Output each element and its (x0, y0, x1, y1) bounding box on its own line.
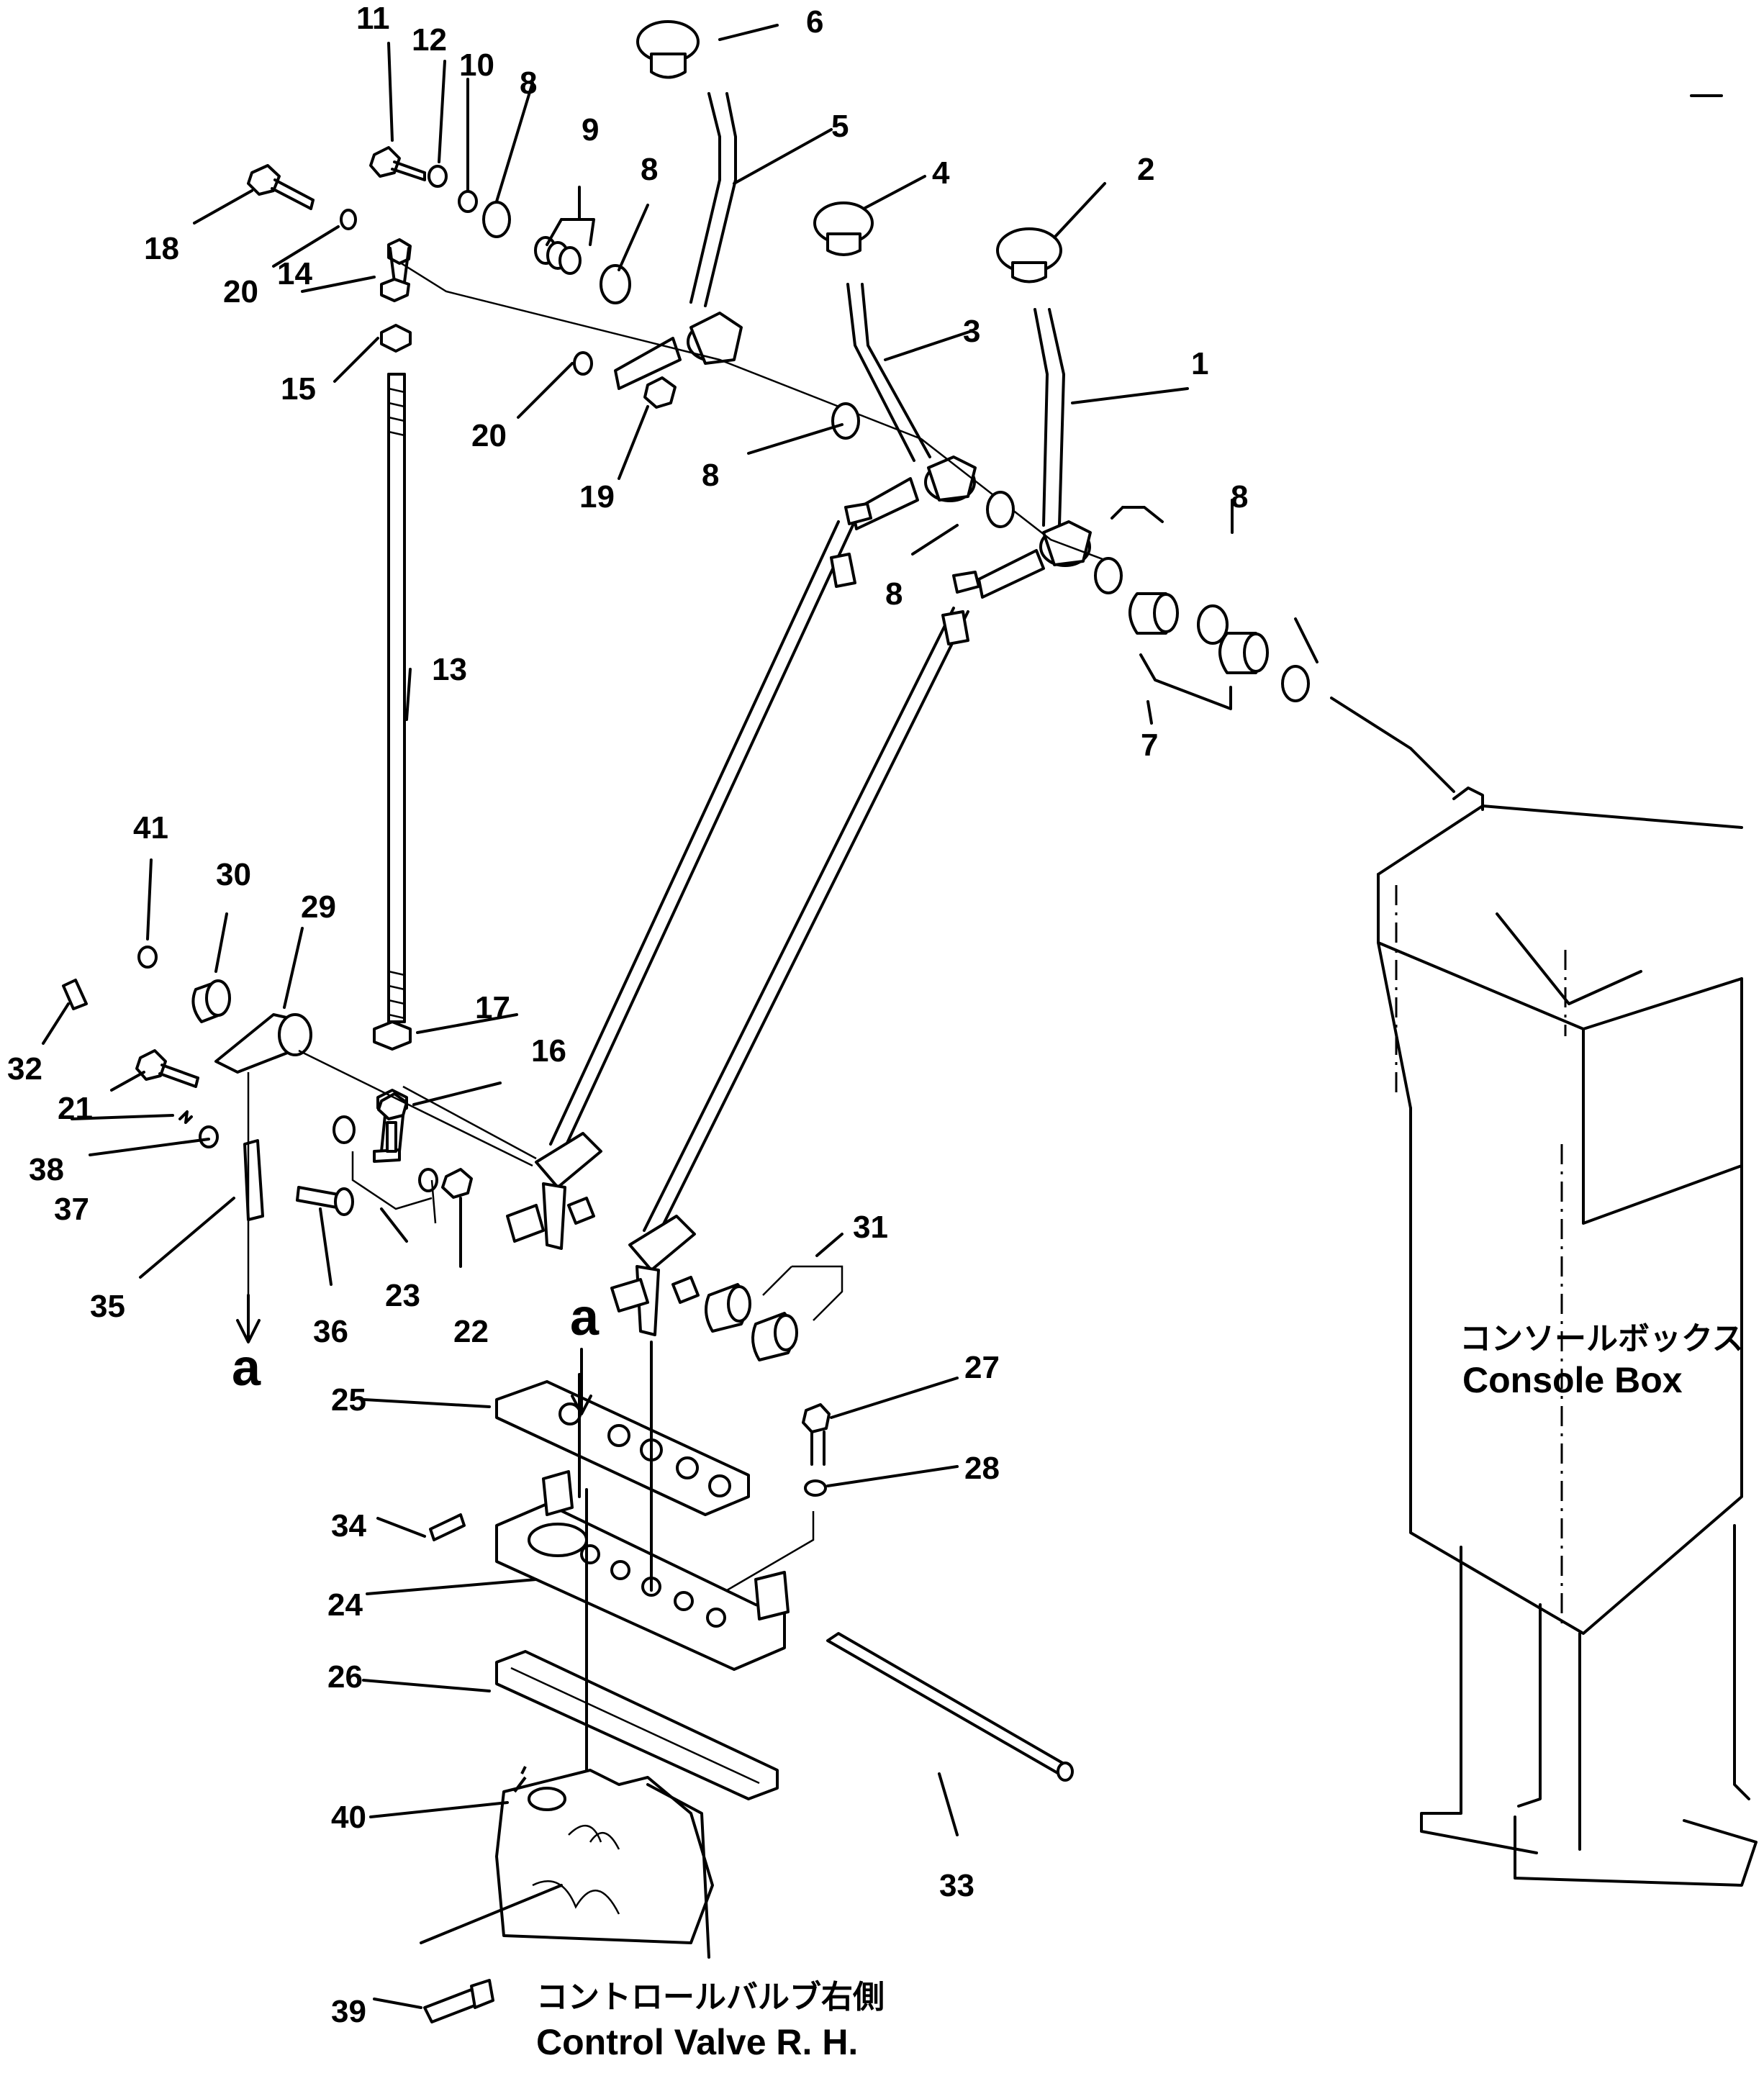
callout-23: 23 (385, 1278, 420, 1313)
callout-30: 30 (216, 857, 251, 892)
callout-4: 4 (932, 155, 950, 191)
lever-assembly-1-2 (977, 227, 1092, 599)
push-rods (549, 502, 980, 1236)
callout-10: 10 (459, 47, 494, 83)
callout-28: 28 (964, 1451, 1000, 1486)
marker-a-upper: a (570, 1289, 600, 1346)
console-box-label-en: Console Box (1462, 1360, 1683, 1400)
plates (429, 1341, 1074, 1872)
callout-17: 17 (475, 990, 510, 1025)
lower-linkages (506, 1132, 843, 1361)
lever-assembly-5-6 (614, 20, 743, 390)
callout-14: 14 (277, 256, 312, 291)
callout-19: 19 (579, 479, 615, 514)
marker-a-lower: a (232, 1339, 261, 1397)
callout-8-b: 8 (885, 576, 903, 612)
callout-8-d: 8 (641, 152, 658, 187)
lever-assembly-3-4 (813, 201, 977, 530)
callout-1: 1 (1191, 346, 1208, 381)
callout-31: 31 (853, 1210, 888, 1245)
pivot-shaft-line (388, 254, 1109, 563)
callout-2: 2 (1137, 152, 1154, 187)
callout-18: 18 (144, 231, 179, 266)
callout-numbers: 1 2 3 4 5 6 7 8 8 8 8 8 9 10 11 12 13 14… (7, 1, 1248, 2029)
left-linkage (62, 946, 537, 1343)
callout-8-c: 8 (702, 458, 719, 493)
callout-26: 26 (327, 1659, 363, 1695)
console-box: コンソールボックス Console Box (1330, 697, 1758, 1887)
callout-20-a: 20 (223, 274, 258, 309)
upper-hardware (247, 146, 677, 409)
callout-11: 11 (356, 1, 390, 36)
control-valve-label-en: Control Valve R. H. (536, 2022, 858, 2062)
leader-lines (42, 24, 1234, 2009)
callout-33: 33 (939, 1868, 974, 1903)
control-valve: コントロールバルブ右側 Control Valve R. H. (420, 1766, 885, 2062)
control-valve-label-jp: コントロールバルブ右側 (536, 1979, 885, 2015)
callout-6: 6 (806, 4, 823, 40)
callout-8-a: 8 (1231, 479, 1248, 514)
callout-24: 24 (327, 1587, 363, 1623)
callout-37: 37 (54, 1192, 89, 1227)
callout-22: 22 (453, 1314, 489, 1349)
callout-7: 7 (1141, 727, 1158, 763)
callout-25: 25 (331, 1382, 366, 1418)
marker-a-upper-arrow (571, 1348, 592, 1415)
callout-29: 29 (301, 889, 336, 925)
callout-27: 27 (964, 1350, 1000, 1385)
callout-12: 12 (412, 22, 447, 58)
callout-38: 38 (29, 1152, 64, 1187)
callout-41: 41 (133, 810, 168, 846)
callout-3: 3 (963, 314, 980, 349)
callout-9: 9 (582, 112, 599, 148)
console-box-label-jp: コンソールボックス (1460, 1321, 1744, 1356)
callout-8-e: 8 (520, 65, 537, 101)
washers-bushings (482, 201, 1319, 710)
callout-21: 21 (58, 1091, 93, 1126)
callout-20-b: 20 (471, 418, 507, 453)
callout-39: 39 (331, 1994, 366, 2029)
callout-34: 34 (331, 1508, 366, 1543)
callout-15: 15 (281, 371, 316, 407)
callout-16: 16 (531, 1033, 566, 1069)
callout-40: 40 (331, 1800, 366, 1835)
rod-13 (373, 373, 412, 1163)
callout-35: 35 (90, 1289, 125, 1324)
callout-13: 13 (432, 652, 467, 687)
callout-5: 5 (831, 109, 849, 144)
callout-36: 36 (313, 1314, 348, 1349)
callout-32: 32 (7, 1051, 42, 1087)
